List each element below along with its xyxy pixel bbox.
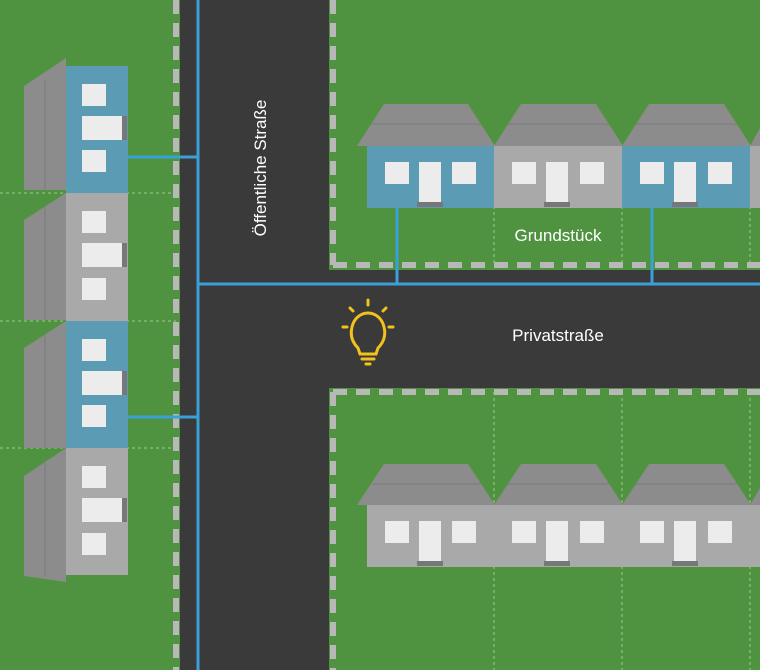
- plot-label: Grundstück: [515, 226, 602, 245]
- utility-pipes: [128, 0, 760, 670]
- private-street-label: Privatstraße: [512, 326, 604, 345]
- private-street: [180, 270, 760, 388]
- bottom-house-row: [357, 464, 760, 567]
- roads: [180, 0, 760, 670]
- left-house-row: [24, 58, 128, 582]
- lightbulb-icon: [341, 298, 395, 366]
- top-house-row: [357, 104, 760, 208]
- public-street-label: Öffentliche Straße: [251, 100, 270, 237]
